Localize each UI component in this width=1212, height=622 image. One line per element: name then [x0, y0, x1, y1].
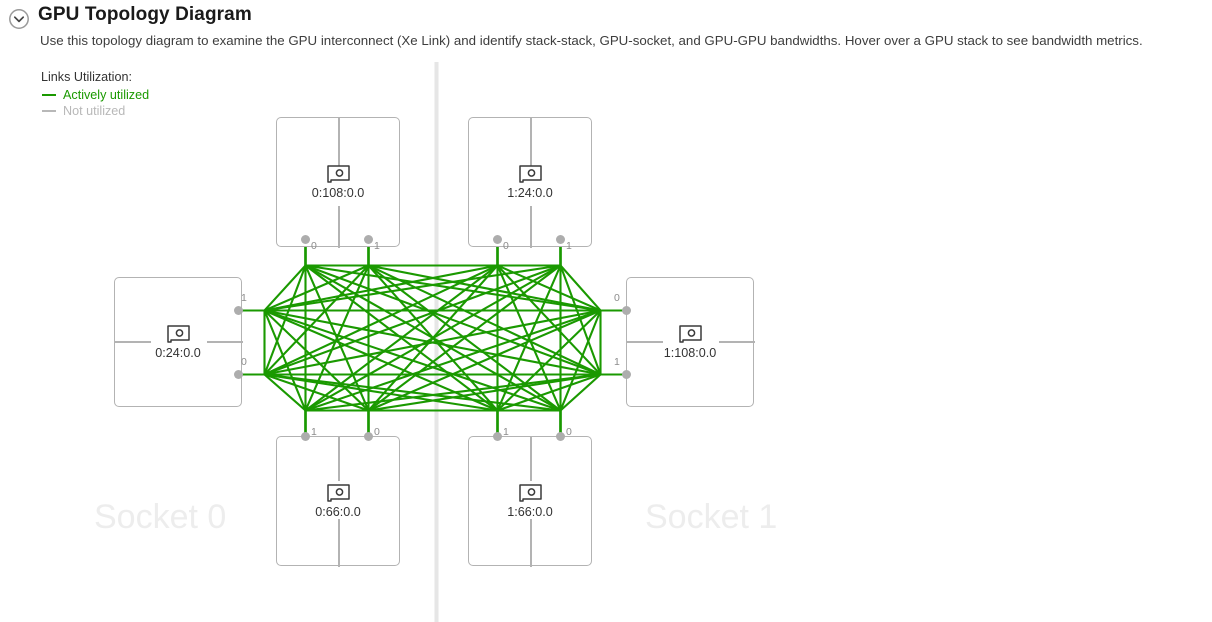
legend-label-inactive: Not utilized	[63, 104, 126, 118]
stack-divider	[627, 341, 663, 343]
gpu-port-top-right-0[interactable]	[493, 235, 502, 244]
gpu-label: 1:24:0.0	[504, 186, 556, 200]
xe-link-edge	[237, 238, 370, 312]
gpu-label: 1:66:0.0	[504, 505, 556, 519]
page-description: Use this topology diagram to examine the…	[40, 33, 1143, 48]
stack-divider	[115, 341, 151, 343]
xe-link-edge	[496, 238, 628, 376]
xe-link-edge	[367, 238, 628, 376]
gpu-label: 0:66:0.0	[312, 505, 364, 519]
xe-link-edge	[304, 409, 562, 438]
gpu-port-left-0[interactable]	[234, 370, 243, 379]
xe-link-edges	[237, 238, 628, 438]
xe-link-edge	[237, 238, 562, 312]
stack-divider	[530, 206, 532, 248]
legend-item-actively-utilized: Actively utilized	[40, 87, 149, 103]
socket-label-1: Socket 1	[645, 498, 778, 536]
gpu-port-top-left-0[interactable]	[301, 235, 310, 244]
socket-label-0: Socket 0	[94, 498, 227, 536]
gpu-card-icon	[517, 164, 543, 184]
xe-link-edge	[237, 309, 562, 438]
gpu-card-icon	[325, 164, 351, 184]
gpu-port-number: 0	[374, 426, 380, 438]
gpu-port-number: 0	[311, 240, 317, 252]
gpu-port-number: 1	[374, 240, 380, 252]
gpu-port-number: 0	[614, 292, 620, 304]
gpu-port-bottom-right-1[interactable]	[493, 432, 502, 441]
stack-divider	[338, 437, 340, 481]
gpu-port-number: 1	[311, 426, 317, 438]
gpu-box-top-right[interactable]: 1:24:0.0	[468, 117, 592, 248]
topology-diagram: Socket 0 Socket 1 0:108:0.0 0	[0, 55, 1212, 622]
gpu-port-bottom-left-1[interactable]	[301, 432, 310, 441]
gpu-box-bottom-right[interactable]: 1:66:0.0	[468, 436, 592, 567]
stack-divider	[338, 118, 340, 170]
gpu-port-number: 1	[503, 426, 509, 438]
gpu-port-left-1[interactable]	[234, 306, 243, 315]
gpu-port-bottom-left-0[interactable]	[364, 432, 373, 441]
gpu-card-icon	[517, 483, 543, 503]
gpu-port-bottom-right-0[interactable]	[556, 432, 565, 441]
gpu-port-number: 0	[566, 426, 572, 438]
gpu-box-right[interactable]: 1:108:0.0	[626, 277, 755, 407]
gpu-label: 1:108:0.0	[660, 346, 720, 360]
xe-link-edge	[237, 238, 307, 312]
link-mesh-layer	[237, 62, 628, 622]
stack-divider	[530, 437, 532, 481]
gpu-box-left[interactable]: 0:24:0.0	[114, 277, 243, 407]
gpu-port-right-1[interactable]	[622, 370, 631, 379]
stack-divider	[338, 206, 340, 248]
stack-divider	[530, 118, 532, 170]
gpu-port-number: 1	[241, 292, 247, 304]
gpu-port-right-0[interactable]	[622, 306, 631, 315]
legend-label-active: Actively utilized	[63, 88, 150, 102]
xe-link-edge	[237, 309, 628, 376]
gpu-box-top-left[interactable]: 0:108:0.0	[276, 117, 400, 248]
gpu-port-top-right-1[interactable]	[556, 235, 565, 244]
gpu-port-number: 1	[614, 356, 620, 368]
gpu-port-number: 0	[241, 356, 247, 368]
stack-divider	[530, 517, 532, 567]
gpu-card-icon	[325, 483, 351, 503]
gpu-label: 0:108:0.0	[308, 186, 368, 200]
gpu-card-icon	[165, 324, 191, 344]
links-utilization-legend: Links Utilization: Actively utilized Not…	[40, 70, 149, 119]
legend-line-inactive-icon	[42, 110, 56, 112]
xe-link-edge	[367, 238, 562, 438]
xe-link-edge	[496, 238, 628, 312]
gpu-port-top-left-1[interactable]	[364, 235, 373, 244]
stack-divider	[719, 341, 755, 343]
stack-divider	[207, 341, 243, 343]
xe-link-edge	[237, 238, 562, 376]
xe-link-edge	[496, 409, 562, 438]
xe-link-edge	[367, 409, 562, 438]
xe-link-edge	[237, 238, 370, 376]
chevron-down-circle-icon[interactable]	[8, 8, 30, 30]
legend-line-active-icon	[42, 94, 56, 96]
gpu-card-icon	[677, 324, 703, 344]
gpu-port-number: 0	[503, 240, 509, 252]
gpu-port-number: 1	[566, 240, 572, 252]
gpu-label: 0:24:0.0	[152, 346, 204, 360]
legend-item-not-utilized: Not utilized	[40, 103, 149, 119]
page-title: GPU Topology Diagram	[38, 4, 252, 25]
xe-link-edge	[304, 409, 499, 438]
xe-link-edge	[367, 409, 499, 438]
legend-title: Links Utilization:	[41, 70, 132, 84]
panel-header: GPU Topology Diagram Use this topology d…	[0, 0, 1212, 58]
xe-link-edge	[367, 309, 628, 438]
stack-divider	[338, 517, 340, 567]
gpu-box-bottom-left[interactable]: 0:66:0.0	[276, 436, 400, 567]
